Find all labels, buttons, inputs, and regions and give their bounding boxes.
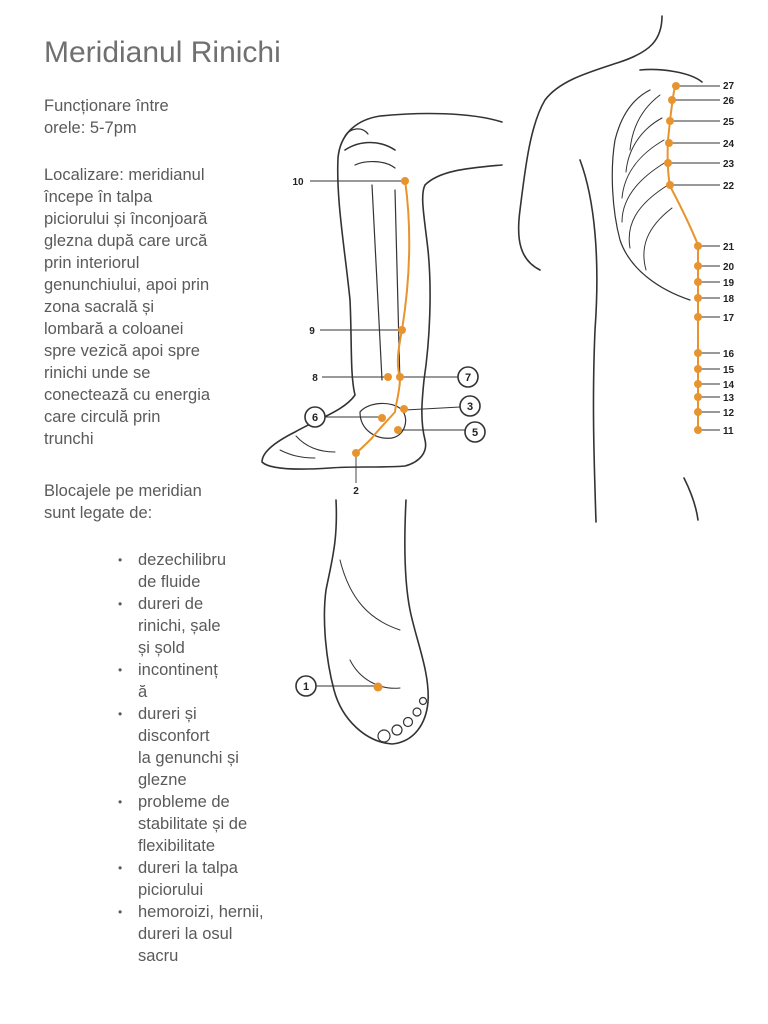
bullet-icon: • [118,553,123,567]
bullet-icon: • [118,597,123,611]
acupoint-dot [694,313,702,321]
list-item: •dureri și disconfort la genunchi și gle… [118,705,239,789]
acupoint-dot [400,405,408,413]
point-label: 10 [292,177,304,188]
point-label: 24 [723,139,735,150]
blockages-intro: Blocajele pe meridian sunt legate de: [44,482,202,522]
point-label: 22 [723,181,735,192]
point-label: 21 [723,242,735,253]
location-description: Localizare: meridianul începe în talpa p… [44,166,211,448]
point-label: 25 [723,117,735,128]
point-label: 19 [723,278,735,289]
point-label: 17 [723,313,735,324]
operating-hours: Funcționare între orele: 5-7pm [44,97,169,137]
torso-drawing [517,15,703,523]
point-label: 6 [312,412,318,424]
acupoint-dot [694,365,702,373]
symptom-list: •dezechilibru de fluide •dureri de rinic… [118,549,264,967]
acupoint-dot [398,326,406,334]
acupoint-dot [664,159,672,167]
torso-meridian-line [666,85,699,430]
point-label: 11 [723,426,734,437]
leg-drawing [261,112,503,470]
point-label: 23 [723,159,735,170]
acupoint-dot [378,414,386,422]
acupoint-dot [352,449,360,457]
point-label: 26 [723,96,735,107]
acupoint-dot [672,82,680,90]
bullet-icon: • [118,861,123,875]
point-label: 15 [723,365,735,376]
acupoint-dot [666,117,674,125]
bullet-icon: • [118,663,123,677]
point-label: 20 [723,262,735,273]
leg-meridian-line [355,179,411,454]
list-item: •probleme de stabilitate și de flexibili… [118,793,248,855]
point-label: 14 [723,380,735,391]
point-label: 9 [309,326,315,337]
acupoint-dot [396,373,404,381]
bullet-icon: • [118,795,123,809]
acupoint-dot [694,294,702,302]
point-label: 12 [723,408,735,419]
acupoint-dot [401,177,409,185]
acupoint-dot [694,408,702,416]
acupoint-dot [694,349,702,357]
point-label: 2 [353,486,359,497]
list-item: •incontinenț ă [118,661,218,701]
acupoint-dot [694,242,702,250]
point-label: 5 [472,427,478,439]
list-item: •hemoroizi, hernii, dureri la osul sacru [118,903,264,965]
point-label: 1 [303,681,309,693]
point-label: 8 [312,373,318,384]
point-label: 13 [723,393,735,404]
point-label: 7 [465,372,471,384]
foot-drawing [323,499,429,745]
acupoint-dot [384,373,392,381]
page-title: Meridianul Rinichi [44,36,281,69]
point-label: 16 [723,349,735,360]
acupoint-dot [694,278,702,286]
acupoint-dot [394,426,402,434]
acupoint-dot [668,96,676,104]
bullet-icon: • [118,905,123,919]
acupoint-dot [694,380,702,388]
acupoint-dot [694,393,702,401]
point-label: 18 [723,294,735,305]
acupoint-dot [666,181,674,189]
point-label: 3 [467,401,473,413]
acupoint-dot [665,139,673,147]
list-item: •dureri de rinichi, șale și șold [118,595,221,657]
point-label: 27 [723,81,735,92]
acupoint-dot [373,682,383,692]
bullet-icon: • [118,707,123,721]
acupoint-dot [694,262,702,270]
list-item: •dureri la talpa piciorului [118,859,238,899]
list-item: •dezechilibru de fluide [118,551,227,591]
acupoint-dot [694,426,702,434]
